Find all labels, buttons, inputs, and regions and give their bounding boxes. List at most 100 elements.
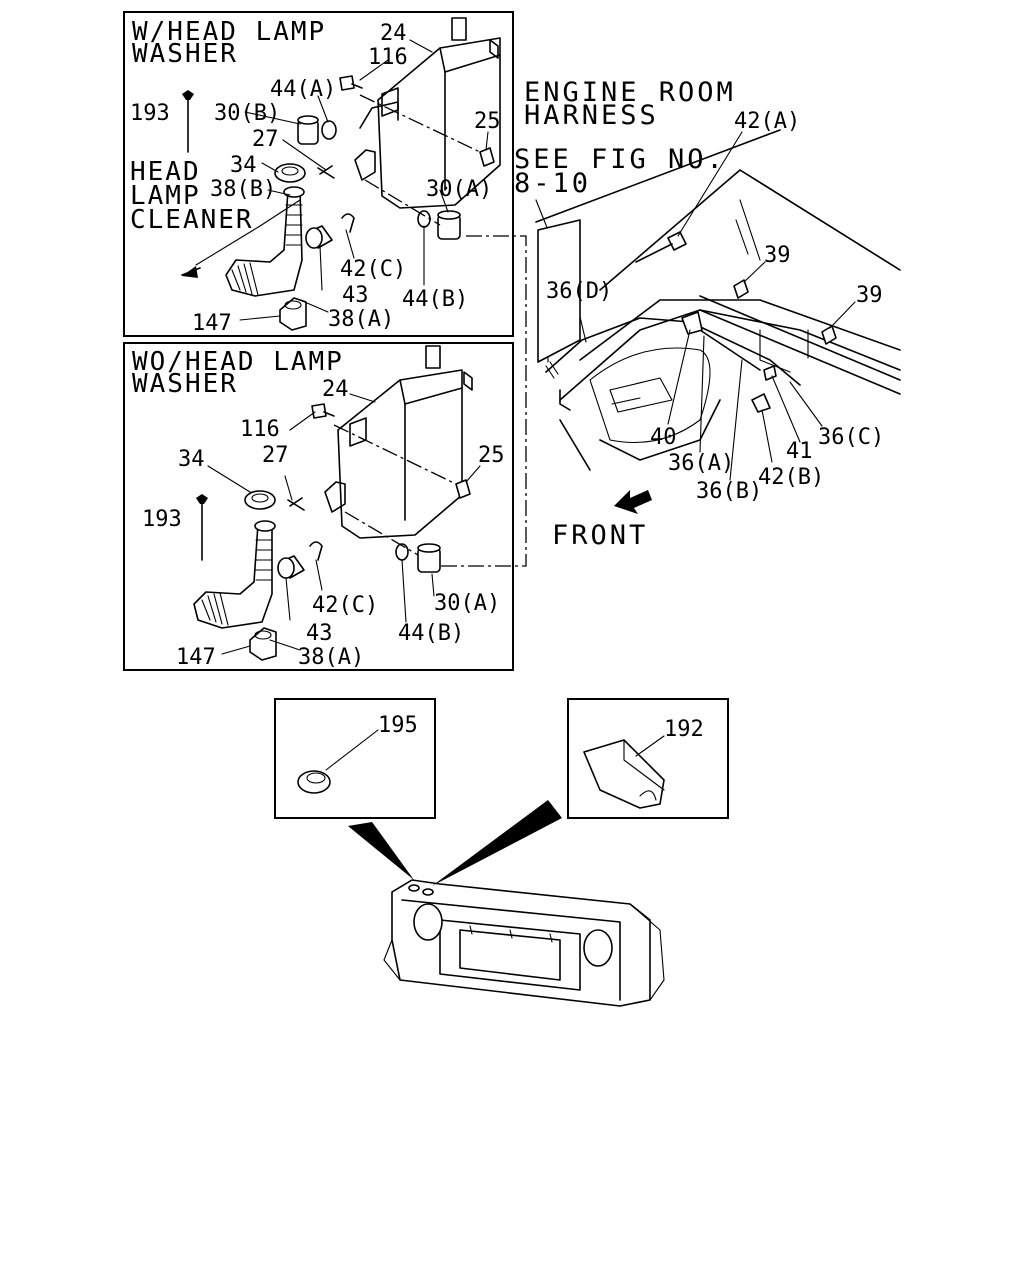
washer-pump-30b bbox=[297, 115, 319, 145]
wheel-well bbox=[559, 399, 721, 471]
screw-27 bbox=[317, 165, 335, 179]
screw-116 bbox=[311, 403, 335, 419]
label-34: 34 bbox=[230, 153, 257, 178]
check-valve-41 bbox=[763, 365, 777, 381]
label-30b: 30(B) bbox=[214, 101, 280, 126]
bracket-plate bbox=[759, 329, 809, 373]
inset-frame bbox=[123, 342, 514, 671]
assembly-line bbox=[359, 94, 481, 153]
label-27: 27 bbox=[252, 127, 279, 152]
windshield bbox=[735, 199, 761, 261]
grommet-44b bbox=[395, 543, 409, 561]
washer-reservoir bbox=[324, 345, 473, 539]
label-42c: 42(C) bbox=[312, 593, 378, 618]
label-42c: 42(C) bbox=[340, 257, 406, 282]
grommet-44a bbox=[321, 120, 337, 140]
harness-connector-panel bbox=[537, 219, 581, 363]
hose-end bbox=[559, 389, 571, 411]
assembly-line bbox=[344, 511, 419, 556]
label-24: 24 bbox=[322, 377, 349, 402]
label-42b: 42(B) bbox=[758, 465, 824, 490]
label-38a: 38(A) bbox=[328, 307, 394, 332]
cowl-line bbox=[599, 169, 901, 291]
clip-39 bbox=[733, 279, 749, 299]
see-fig-line1: SEE FIG NO. bbox=[514, 144, 726, 175]
label-39: 39 bbox=[856, 283, 883, 308]
washer-hose bbox=[195, 199, 301, 266]
label-116: 116 bbox=[368, 45, 408, 70]
label-27: 27 bbox=[262, 443, 289, 468]
label-116: 116 bbox=[240, 417, 280, 442]
washer-hose-36a bbox=[699, 329, 761, 371]
label-44b: 44(B) bbox=[402, 287, 468, 312]
label-36b: 36(B) bbox=[696, 479, 762, 504]
clip-193 bbox=[182, 90, 194, 153]
frame-rail bbox=[699, 295, 901, 395]
bracket-25 bbox=[455, 479, 471, 499]
filler-neck bbox=[193, 520, 276, 629]
screw-116 bbox=[339, 75, 363, 91]
connector-147 bbox=[249, 627, 277, 661]
detail-frame bbox=[274, 698, 436, 819]
inset-title-line1: WO/HEAD LAMP bbox=[132, 347, 344, 377]
bushing-43 bbox=[277, 555, 305, 579]
detail-frame bbox=[567, 698, 729, 819]
label-38b: 38(B) bbox=[210, 177, 276, 202]
washer-hose-36b bbox=[689, 321, 801, 386]
inner-panel bbox=[609, 377, 673, 413]
label-36c: 36(C) bbox=[818, 425, 884, 450]
label-25: 25 bbox=[474, 109, 501, 134]
grommet-195 bbox=[297, 770, 331, 794]
label-42a: 42(A) bbox=[734, 109, 800, 134]
label-30a: 30(A) bbox=[434, 591, 500, 616]
engine-room-harness-line2: HARNESS bbox=[524, 100, 659, 131]
label-36a: 36(A) bbox=[668, 451, 734, 476]
label-41: 41 bbox=[786, 439, 813, 464]
clip-193 bbox=[196, 494, 208, 561]
inset-title-line1: W/HEAD LAMP bbox=[132, 17, 326, 47]
bushing-43 bbox=[305, 225, 333, 249]
wheel-arch bbox=[589, 347, 711, 443]
filler-neck bbox=[225, 186, 305, 297]
reservoir-cap bbox=[274, 163, 306, 183]
label-192: 192 bbox=[664, 717, 704, 742]
fender-line bbox=[559, 309, 901, 401]
bracket-25 bbox=[479, 147, 495, 167]
clip-leader bbox=[635, 243, 673, 263]
inset-title-line2: WASHER bbox=[132, 39, 238, 69]
front-label: FRONT bbox=[552, 520, 648, 551]
label-195: 195 bbox=[378, 713, 418, 738]
callout-pointer bbox=[432, 800, 562, 886]
callout-pointer bbox=[348, 822, 414, 880]
clip-42b bbox=[751, 393, 771, 413]
connector-147 bbox=[279, 297, 307, 331]
label-38a: 38(A) bbox=[298, 645, 364, 670]
detail-clip-192: 192 bbox=[567, 698, 729, 819]
engine-room-harness-line1: ENGINE ROOM bbox=[524, 77, 736, 108]
inset-without-head-lamp-washer: WO/HEAD LAMP WASHER bbox=[123, 342, 514, 671]
washer-reservoir bbox=[354, 17, 501, 209]
label-44a: 44(A) bbox=[270, 77, 336, 102]
label-44b: 44(B) bbox=[398, 621, 464, 646]
hood-edge bbox=[535, 129, 781, 223]
inset-title-line2: WASHER bbox=[132, 369, 238, 399]
reservoir-cap bbox=[244, 490, 276, 510]
label-147: 147 bbox=[192, 311, 232, 336]
wiring-connection-line bbox=[440, 235, 527, 567]
label-147: 147 bbox=[176, 645, 216, 670]
detail-grommet-195: 195 bbox=[274, 698, 436, 819]
screw-27 bbox=[287, 497, 305, 511]
washer-pump-30a bbox=[417, 543, 441, 573]
hose-clamp-42c bbox=[341, 213, 355, 233]
hose-clamp-42c bbox=[309, 541, 323, 561]
head-lamp-cleaner-line1: HEAD bbox=[130, 157, 201, 187]
clip-39 bbox=[821, 325, 837, 345]
label-34: 34 bbox=[178, 447, 205, 472]
see-fig-line2: 8-10 bbox=[514, 168, 591, 199]
assembly-line bbox=[364, 179, 441, 226]
inset-frame bbox=[123, 11, 514, 337]
label-36d: 36(D) bbox=[546, 279, 612, 304]
head-lamp-cleaner-line3: CLEANER bbox=[130, 205, 254, 235]
label-24: 24 bbox=[380, 21, 407, 46]
